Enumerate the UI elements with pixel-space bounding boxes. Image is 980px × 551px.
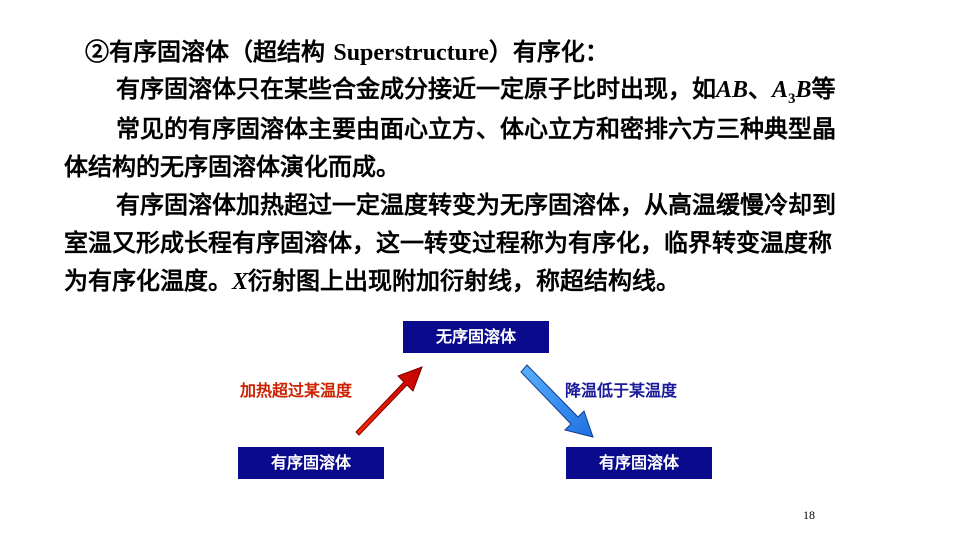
para1-line1-tail: 等 [811,74,836,103]
heading: ②有序固溶体（超结构 Superstructure）有序化： [85,37,609,68]
formula-ab: AB [716,77,749,103]
para2-line2: 室温又形成长程有序固溶体，这一转变过程称为有序化，临界转变温度称 [64,228,832,257]
xray-x: X [232,269,249,295]
formula-a3b-a: A [772,77,789,103]
formula-a3b-b: B [795,77,812,103]
para1-line1-text: 有序固溶体只在某些合金成分接近一定原子比时出现，如 [116,74,716,103]
para2-line3-post: 衍射图上出现附加衍射线，称超结构线。 [248,266,681,295]
page-number: 18 [803,508,815,522]
disordered-solid-solution-box: 无序固溶体 [403,321,549,353]
para1-line3: 体结构的无序固溶体演化而成。 [64,152,400,181]
heat-label: 加热超过某温度 [240,381,353,400]
heat-arrow [355,366,423,436]
para1-line2: 常见的有序固溶体主要由面心立方、体心立方和密排六方三种典型晶 [116,114,836,143]
ordered-solid-solution-left-box: 有序固溶体 [238,447,384,479]
formula-a3b-sub: 3 [788,90,796,107]
para2-line3-pre: 为有序化温度。 [64,266,232,295]
ordered-solid-solution-right-box: 有序固溶体 [566,447,712,479]
heading-suffix: ）有序化： [488,37,609,66]
heading-term: Superstructure [333,40,489,66]
heading-prefix: ②有序固溶体（超结构 [85,37,334,66]
cool-arrow [520,364,594,438]
para2-line1: 有序固溶体加热超过一定温度转变为无序固溶体，从高温缓慢冷却到 [116,190,836,219]
separator: 、 [748,74,773,103]
para2-line3: 为有序化温度。X衍射图上出现附加衍射线，称超结构线。 [64,266,680,297]
para1-line1: 有序固溶体只在某些合金成分接近一定原子比时出现，如AB、A3B等 [116,74,836,114]
cool-label: 降温低于某温度 [565,381,678,400]
